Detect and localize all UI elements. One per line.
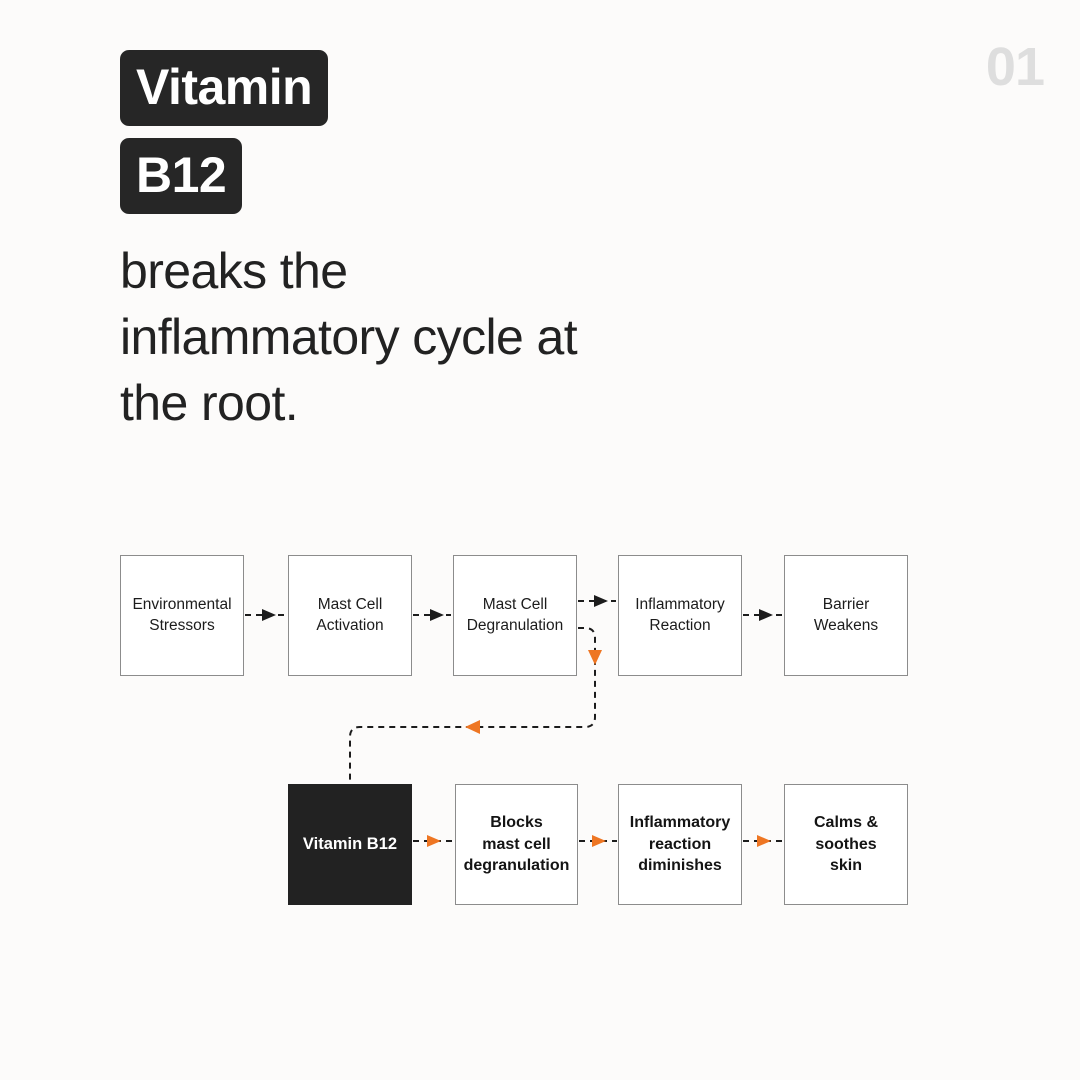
badge-row-2: B12 [120,138,820,214]
title-badge-b12: B12 [120,138,243,214]
title-badge-vitamin: Vitamin [120,50,329,126]
badge-row-1: Vitamin [120,50,820,126]
headline-subtitle: breaks the inflammatory cycle at the roo… [120,243,578,431]
connector-top-arrowheads [262,595,773,621]
feedback-arrowheads [465,650,602,734]
flow-node-label: Vitamin B12 [302,835,398,854]
connector-bottom-arrowheads [427,835,771,847]
flow-node-vitamin-b12: Vitamin B12 [288,784,412,905]
page-number: 01 [985,37,1045,97]
headline-block: Vitamin B12 breaks the inflammatory cycl… [120,50,820,436]
connector-feedback-loop [349,627,596,784]
